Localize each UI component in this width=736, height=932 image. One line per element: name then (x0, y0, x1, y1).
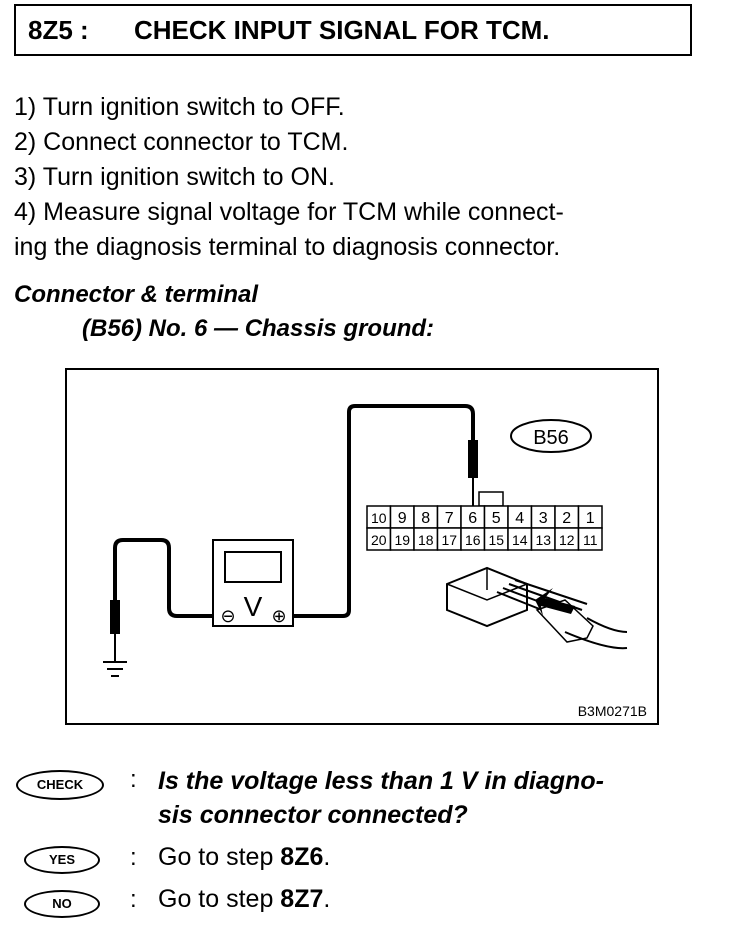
connector-id: B56 (533, 427, 569, 449)
yes-prefix: Go to step (158, 843, 281, 871)
connector-pin-label: 3 (539, 510, 548, 527)
minus-terminal: ⊖ (220, 606, 235, 627)
connector-pin-label: 16 (465, 532, 481, 548)
connector-pin-label: 2 (562, 510, 571, 527)
connector-pin-label: 8 (421, 510, 430, 527)
no-target: 8Z7 (280, 885, 324, 913)
yes-target: 8Z6 (280, 843, 324, 871)
probe-positive (468, 440, 478, 478)
connector-pin-label: 9 (398, 510, 407, 527)
insert-arrow-icon (535, 588, 575, 616)
no-prefix: Go to step (158, 885, 281, 913)
connector-spec: (B56) No. 6 — Chassis ground: (82, 315, 435, 342)
connector-id-badge (510, 419, 592, 453)
procedure-step: 4) Measure signal voltage for TCM while … (14, 198, 564, 226)
no-badge: NO (24, 890, 100, 918)
procedure-steps: 1) Turn ignition switch to OFF. 2) Conne… (14, 90, 714, 265)
connector-pin-label: 10 (371, 510, 387, 526)
connector-plug-icon (446, 566, 628, 650)
connector-pin-label: 5 (492, 510, 501, 527)
no-suffix: . (323, 885, 331, 913)
probe-negative (110, 600, 120, 634)
connector-pin-label: 6 (468, 510, 477, 527)
ground-symbol-icon (103, 661, 127, 677)
connector-pin-label: 19 (394, 532, 410, 548)
no-colon: : (130, 886, 137, 913)
connector-pin-label: 12 (559, 532, 575, 548)
connector-heading: Connector & terminal (14, 281, 259, 308)
no-answer: Go to step 8Z7. (158, 885, 330, 914)
connector-pin-label: 15 (488, 532, 504, 548)
connector-pin-label: 11 (583, 532, 598, 548)
check-question-line: sis connector connected? (158, 801, 468, 829)
plus-terminal: ⊕ (271, 606, 286, 627)
voltmeter-symbol: V (244, 591, 263, 622)
check-colon: : (130, 766, 137, 793)
voltmeter-icon: V ⊖ ⊕ (212, 539, 294, 627)
check-question: Is the voltage less than 1 V in diagno- … (158, 764, 604, 832)
check-badge: CHECK (16, 770, 104, 800)
connector-pin-label: 13 (535, 532, 551, 548)
connector-pin-label: 7 (445, 510, 454, 527)
step-title: CHECK INPUT SIGNAL FOR TCM. (134, 15, 550, 45)
connector-pin-label: 4 (515, 510, 524, 527)
yes-badge: YES (24, 846, 100, 874)
connector-pin-label: 20 (371, 532, 387, 548)
procedure-step: 1) Turn ignition switch to OFF. (14, 93, 345, 121)
positive-lead (289, 404, 475, 618)
connector-pin-label: 1 (586, 510, 595, 527)
connector-pin-cell (577, 527, 603, 551)
procedure-step: 3) Turn ignition switch to ON. (14, 163, 335, 191)
yes-answer: Go to step 8Z6. (158, 843, 330, 872)
figure-code: B3M0271B (577, 703, 647, 719)
step-header: 8Z5 : CHECK INPUT SIGNAL FOR TCM. (14, 4, 692, 56)
procedure-step: 2) Connect connector to TCM. (14, 128, 349, 156)
connector-pin-label: 14 (512, 532, 528, 548)
yes-colon: : (130, 844, 137, 871)
connector-pin-label: 17 (441, 532, 457, 548)
negative-lead (113, 538, 217, 618)
connector-pin-label: 18 (418, 532, 434, 548)
procedure-step-continued: ing the diagnosis terminal to diagnosis … (14, 233, 561, 261)
check-question-line: Is the voltage less than 1 V in diagno- (158, 767, 604, 795)
step-id: 8Z5 : (28, 15, 89, 45)
yes-suffix: . (323, 843, 331, 871)
